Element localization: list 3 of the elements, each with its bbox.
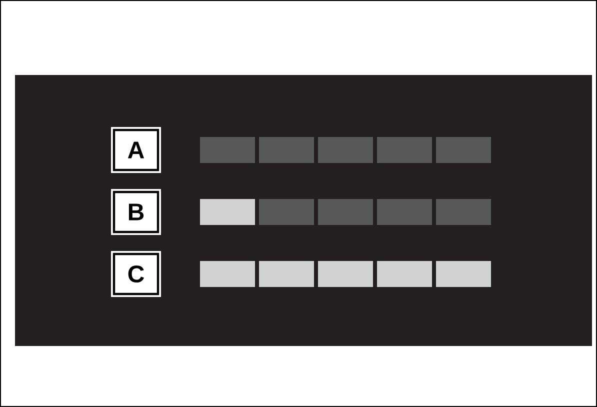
- letter-box: A: [111, 127, 161, 173]
- letter-box: B: [111, 189, 161, 235]
- letter-box: C: [111, 251, 161, 297]
